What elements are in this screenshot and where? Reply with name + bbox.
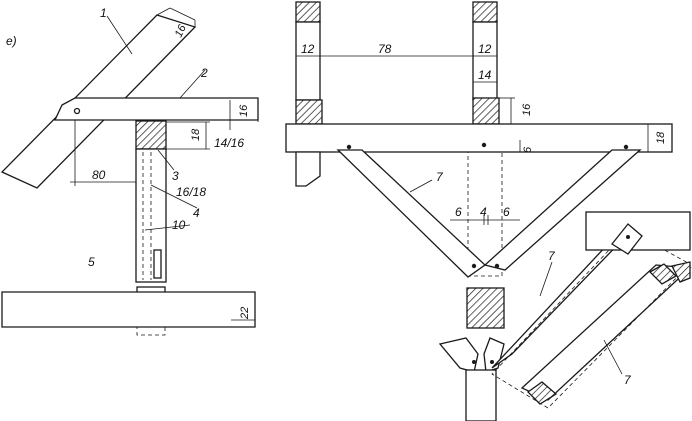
bolt-icon: [73, 107, 81, 115]
top-pad-left: [295, 1, 321, 23]
strut-right: [483, 149, 642, 271]
main-beam: [285, 123, 673, 153]
bottom-pad: [466, 287, 505, 329]
joint-left: [438, 337, 479, 373]
top-pad-right: [472, 1, 498, 23]
strut-left: [336, 149, 487, 278]
upper-post-right: [472, 21, 498, 101]
dim-post-width-left: 12: [301, 42, 315, 56]
diag-strut-lower: [520, 264, 692, 401]
cap-joint: [611, 223, 643, 255]
part-label-7b: 7: [548, 249, 556, 263]
slot: [153, 249, 162, 279]
dim-gap: 6: [522, 146, 534, 153]
leader-4: [150, 184, 198, 209]
dim-strut-right: 6: [503, 205, 510, 219]
diag-hidden-outline: [491, 229, 691, 409]
cap-block: [585, 211, 691, 251]
lower-stub-left: [295, 151, 321, 187]
dim-pad-height: 18: [190, 128, 202, 141]
dim-strut-left: 6: [455, 205, 462, 219]
dim-pad-size: 14/16: [214, 136, 244, 150]
left-dimension-lines: [70, 98, 259, 321]
beam-5: [1, 291, 256, 336]
center-post: [467, 151, 503, 277]
dim-post-spacing: 78: [378, 42, 392, 56]
right-view: 12 78 12 14 16 18 6 6 4 6 7 7 7: [285, 1, 692, 421]
beam-pad-right: [472, 97, 500, 125]
post-4: [135, 148, 167, 283]
dim-post-size: 16/18: [176, 185, 206, 199]
hatch-end-1: [648, 263, 678, 285]
dim-post-width-lower: 14: [478, 68, 492, 82]
part-label-4: 4: [193, 206, 200, 220]
hatch-end-2: [671, 261, 691, 283]
leader-1: [106, 15, 133, 55]
dim-post-width-right: 12: [478, 42, 492, 56]
part-label-2: 2: [200, 66, 208, 80]
hatch-end-3: [526, 381, 558, 405]
beam-pad-left: [295, 99, 323, 125]
part-label-1: 1: [100, 6, 107, 20]
dim-post-center: 4: [480, 205, 487, 219]
beam-tenon: [136, 326, 166, 336]
dim-right-pad-height: 16: [521, 103, 533, 116]
part-label-3: 3: [172, 169, 179, 183]
left-view: е): [0, 6, 259, 336]
right-dimension-lines: [296, 55, 649, 221]
upper-post-left: [295, 21, 321, 101]
part-label-7c: 7: [624, 373, 632, 387]
dim-tie-height: 16: [238, 104, 250, 117]
dim-slot-width: 10: [172, 218, 186, 232]
tie-2: [53, 97, 259, 121]
lower-post: [465, 369, 497, 421]
dim-beam-height: 18: [655, 131, 667, 144]
leader-2: [179, 69, 206, 99]
lower-assembly: [438, 211, 692, 421]
dim-post-offset: 80: [92, 168, 106, 182]
pad-3: [135, 120, 167, 150]
figure-label: е): [6, 34, 17, 48]
part-label-7a: 7: [436, 170, 444, 184]
dim-beam-height: 22: [239, 307, 251, 320]
leader-3: [157, 149, 175, 171]
dim-rafter-width: 16: [173, 22, 189, 39]
part-label-5: 5: [88, 255, 95, 269]
